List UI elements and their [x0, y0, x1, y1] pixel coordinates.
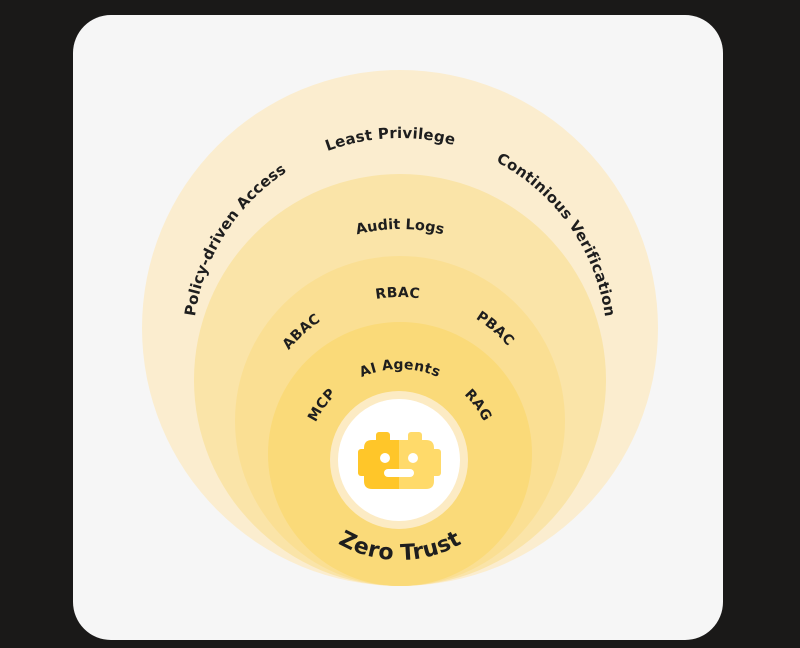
robot-icon: [358, 432, 441, 489]
robot-eye-left: [380, 453, 390, 463]
robot-mouth: [384, 469, 414, 477]
label-ai-agents: AI Agents: [357, 357, 443, 381]
robot-eye-right: [408, 453, 418, 463]
